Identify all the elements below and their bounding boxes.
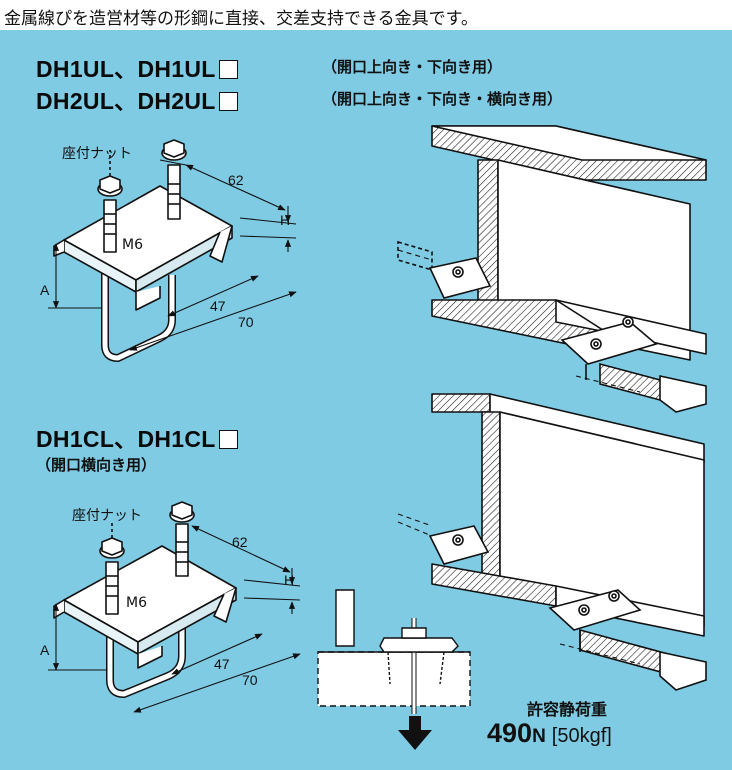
variant-box <box>218 430 238 449</box>
load-unit: N <box>532 726 546 747</box>
variant-box <box>218 92 238 111</box>
model-heading-dh1cl: DH1CL、DH1CL <box>36 420 238 454</box>
model-dh1ul-note: （開口上向き・下向き用） <box>322 58 503 76</box>
load-detail-sketch <box>317 589 471 714</box>
lower-plate <box>63 545 237 643</box>
top-caption: 金属線ぴを造営材等の形鋼に直接、交差支持できる金具です。 <box>4 9 478 29</box>
load-arrow <box>398 716 432 750</box>
lower-dim-a: A <box>40 642 50 658</box>
upper-i-beam <box>431 125 707 361</box>
variant-box <box>218 60 238 79</box>
lower-bolt-label: M6 <box>126 595 147 611</box>
upper-dim-h: H <box>280 212 291 228</box>
upper-dimensions <box>48 159 297 351</box>
lower-hidden-lines <box>397 513 641 665</box>
model-dh1ul-text: DH1UL、DH1UL <box>36 56 216 82</box>
upper-fitting-drawing <box>53 139 233 362</box>
lower-dimensions <box>48 525 301 713</box>
load-kgf: [50kgf] <box>551 725 612 747</box>
upper-nut-label: 座付ナット <box>62 146 132 162</box>
model-heading-dh2ul: DH2UL、DH2UL <box>36 82 238 116</box>
upper-hidden-lines <box>397 249 641 393</box>
lower-nut-label: 座付ナット <box>72 508 142 524</box>
model-dh1cl-note: （開口横向き用） <box>36 456 157 474</box>
upper-dim-47: 47 <box>210 298 226 314</box>
upper-channels <box>397 240 707 413</box>
upper-dim-62: 62 <box>228 172 244 188</box>
load-number: 490 <box>487 718 533 748</box>
load-value: 490N[50kgf] <box>487 718 612 749</box>
model-dh2ul-note: （開口上向き・下向き・横向き用） <box>322 90 563 108</box>
lower-i-beam <box>431 393 705 637</box>
upper-dim-70: 70 <box>238 314 254 330</box>
lower-dim-62: 62 <box>232 534 248 550</box>
model-dh1cl-text: DH1CL、DH1CL <box>36 426 216 452</box>
load-title: 許容静荷重 <box>527 700 608 719</box>
lower-dim-70: 70 <box>242 672 258 688</box>
lower-dim-h: H <box>284 572 295 588</box>
upper-dim-a: A <box>40 282 50 298</box>
upper-bolt-label: M6 <box>122 237 143 253</box>
lower-channels <box>428 525 707 691</box>
model-dh2ul-text: DH2UL、DH2UL <box>36 88 216 114</box>
model-heading-dh1ul: DH1UL、DH1UL <box>36 50 238 84</box>
lower-dim-47: 47 <box>214 656 230 672</box>
